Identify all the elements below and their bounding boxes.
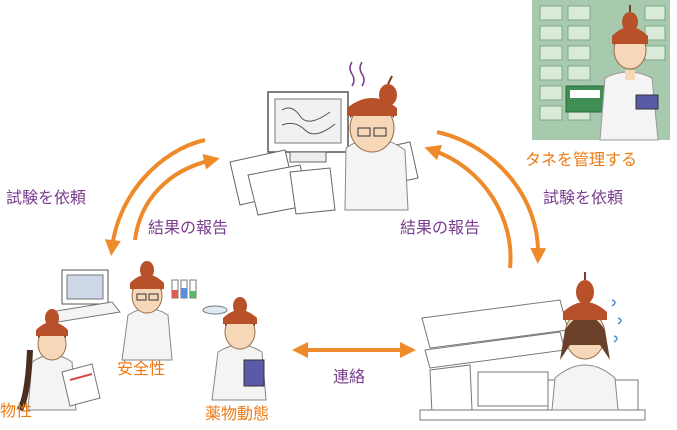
researcher-computer-illustration	[229, 61, 419, 216]
arrow-request-right	[436, 130, 547, 264]
lab-worker-illustration	[419, 272, 646, 421]
arrow-request-left	[104, 138, 206, 256]
arrow-report-right	[424, 145, 513, 269]
request-test-label-left: 試験を依頼	[6, 188, 87, 207]
safety-label: 安全性	[117, 359, 166, 378]
arrow-report-left	[133, 153, 220, 241]
report-results-label-left: 結果の報告	[148, 218, 229, 237]
manage-seeds-label: タネを管理する	[525, 150, 638, 169]
contact-label: 連絡	[333, 367, 366, 386]
pharmacokinetics-label: 薬物動態	[205, 404, 270, 423]
report-results-label-right: 結果の報告	[400, 218, 481, 237]
testing-team-illustration	[17, 261, 267, 412]
seed-storage-illustration	[532, 0, 670, 141]
request-test-label-right: 試験を依頼	[543, 188, 624, 207]
physical-properties-label: 物性	[0, 401, 33, 420]
